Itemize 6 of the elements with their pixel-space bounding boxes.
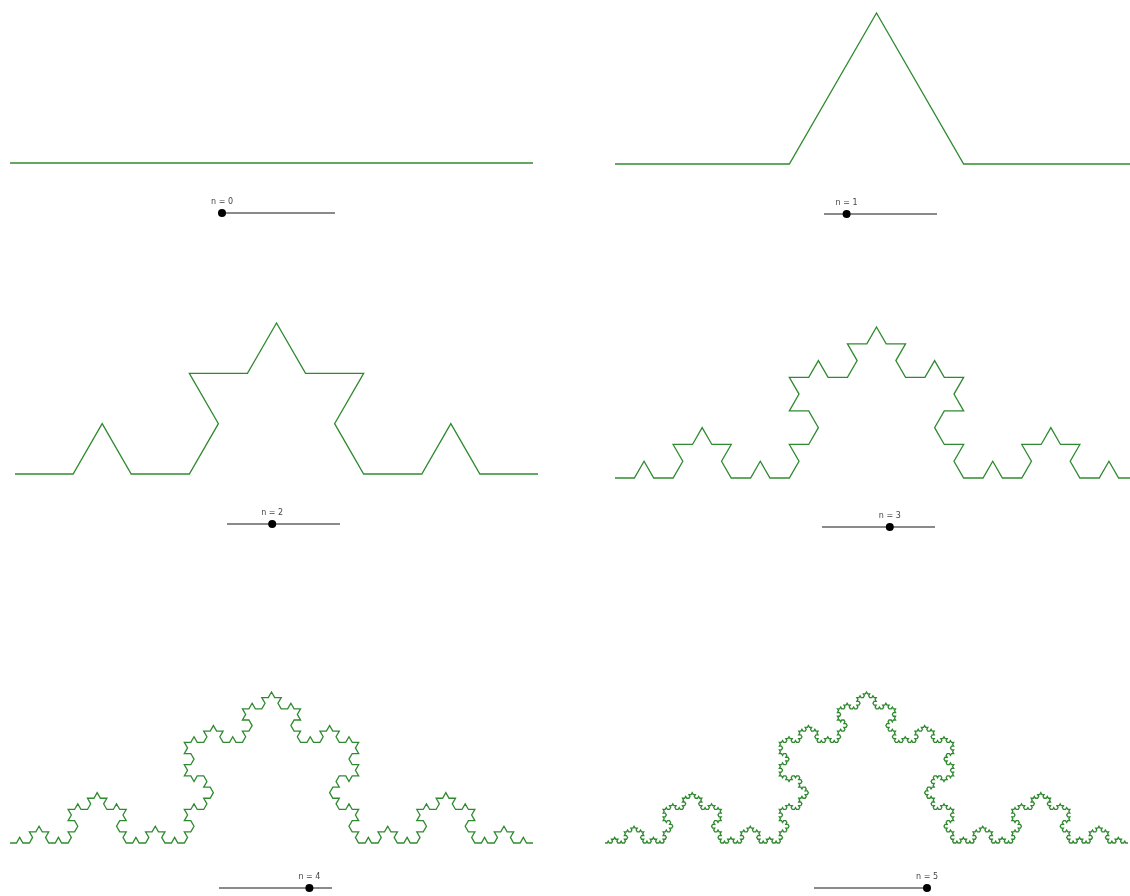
slider-value-label: n = 0 (211, 197, 233, 206)
slider-value-label: n = 4 (298, 872, 321, 881)
slider-value-label: n = 2 (261, 508, 284, 517)
slider-value-label: n = 5 (916, 872, 938, 881)
slider-value-label: n = 1 (835, 198, 858, 207)
slider-value-label: n = 3 (878, 511, 901, 520)
